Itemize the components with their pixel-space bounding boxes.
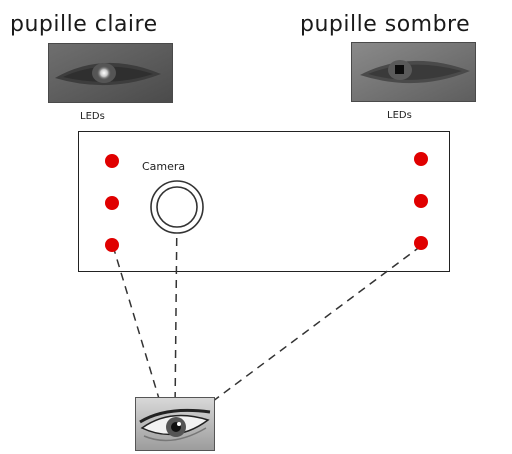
dark-pupil-image bbox=[351, 42, 476, 102]
dark-pupil-eye-drawing bbox=[352, 43, 475, 101]
led-left-3 bbox=[105, 238, 119, 252]
leds-label-left: LEDs bbox=[80, 111, 105, 122]
led-right-1 bbox=[414, 152, 428, 166]
eye-icon bbox=[135, 397, 215, 451]
dashed-line-camera-to-eye bbox=[174, 209, 178, 413]
camera-lens-icon bbox=[150, 180, 204, 234]
bright-pupil-image bbox=[48, 43, 173, 103]
led-left-1 bbox=[105, 154, 119, 168]
led-left-2 bbox=[105, 196, 119, 210]
title-bright-pupil: pupille claire bbox=[10, 12, 158, 37]
dashed-line-led-right-to-eye bbox=[184, 245, 422, 423]
camera-led-panel bbox=[78, 131, 450, 272]
led-right-2 bbox=[414, 194, 428, 208]
bright-pupil-eye-drawing bbox=[49, 44, 172, 102]
eye-drawing bbox=[136, 398, 214, 450]
camera-label: Camera bbox=[142, 160, 186, 173]
led-right-3 bbox=[414, 236, 428, 250]
leds-label-right: LEDs bbox=[387, 110, 412, 121]
dashed-line-led-to-eye bbox=[112, 245, 164, 413]
title-dark-pupil: pupille sombre bbox=[300, 12, 471, 37]
